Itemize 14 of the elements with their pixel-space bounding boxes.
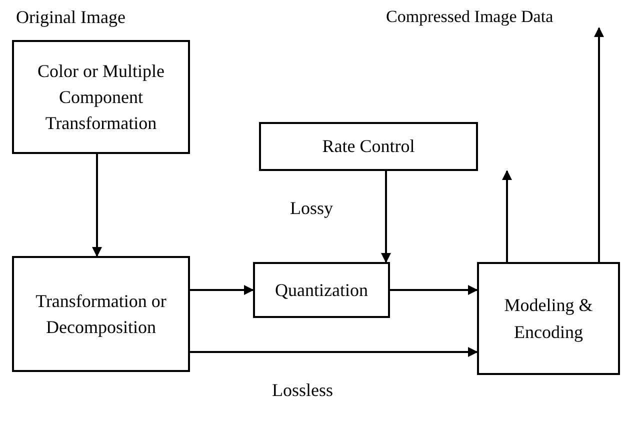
arrow xyxy=(92,154,102,257)
input-label: Original Image xyxy=(15,6,126,29)
box-text: Rate Control xyxy=(322,135,415,158)
arrow xyxy=(390,285,478,295)
box-text: Color or Multiple Component Transformation xyxy=(36,60,166,136)
arrow xyxy=(381,171,391,263)
box-text: Modeling & Encoding xyxy=(503,294,594,344)
arrow xyxy=(502,170,512,262)
box-text: Quantization xyxy=(275,278,368,302)
box-text: Transformation or Decomposition xyxy=(34,290,168,339)
arrow xyxy=(190,285,254,295)
output-label: Compressed Image Data xyxy=(386,6,608,28)
arrow xyxy=(190,347,478,357)
arrow xyxy=(594,27,604,262)
